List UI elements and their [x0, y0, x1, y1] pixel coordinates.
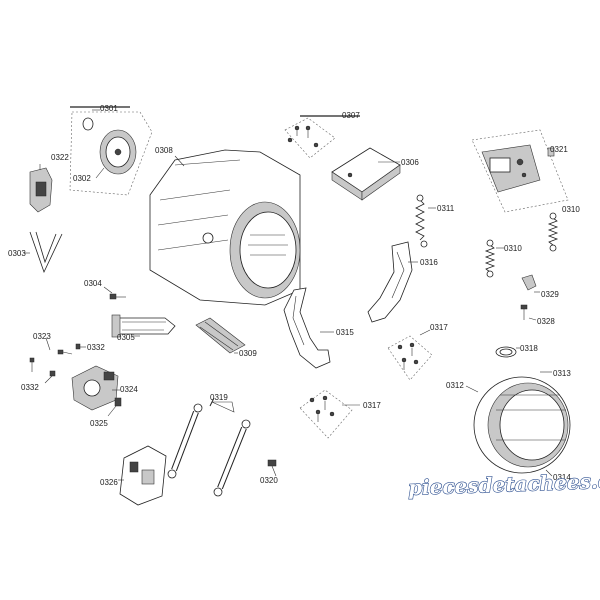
part-0315-bracket: 0315: [283, 287, 354, 369]
callout-0322: 0322: [51, 153, 69, 162]
callout-0305: 0305: [117, 333, 135, 342]
callout-0324: 0324: [120, 385, 138, 394]
callout-0312: 0312: [446, 381, 464, 390]
part-0310-spring-left: 0310: [484, 239, 522, 278]
callout-0323: 0323: [33, 332, 51, 341]
callout-0310-a: 0310: [562, 205, 580, 214]
callout-0317-a: 0317: [430, 323, 448, 332]
callout-0317-b: 0317: [363, 401, 381, 410]
callout-0314: 0314: [553, 473, 571, 482]
callout-0313: 0313: [553, 369, 571, 378]
part-0326-control-board: 0326: [100, 445, 167, 506]
callout-0308: 0308: [155, 146, 173, 155]
part-0317-screw-set-right: 0317: [387, 323, 448, 381]
part-0318-clamp: 0318: [495, 344, 538, 358]
part-0305-heating-element: 0305: [111, 314, 176, 342]
part-0329-clip: 0329: [521, 274, 559, 299]
watermark-text: piecesdetachees.elec.com: [408, 466, 600, 500]
callout-0301: 0301: [100, 104, 118, 113]
part-0306-counterweight: 0306: [331, 147, 419, 201]
callout-0329: 0329: [541, 290, 559, 299]
callout-0311: 0311: [437, 204, 455, 213]
part-0320-bolt: 0320: [260, 459, 278, 485]
callout-0328: 0328: [537, 317, 555, 326]
callout-0319: 0319: [210, 393, 228, 402]
callout-0306: 0306: [401, 158, 419, 167]
part-0319-shock-absorbers: 0319: [167, 393, 251, 497]
part-0316-strut-bracket: 0316: [367, 241, 438, 323]
callout-0302: 0302: [73, 174, 91, 183]
part-0324-drain-pump: 0324: [71, 365, 138, 411]
part-0328-screw: 0328: [520, 304, 555, 326]
part-0310-spring-right: 0310: [547, 205, 580, 252]
callout-0321: 0321: [550, 145, 568, 154]
callout-0318: 0318: [520, 344, 538, 353]
part-0332-screw-top: 0332: [75, 343, 105, 352]
part-0304-screw: 0304: [84, 279, 126, 300]
callout-0315: 0315: [336, 328, 354, 337]
part-0303-belt: 0303: [8, 231, 63, 274]
part-0322-sensor: 0322: [29, 153, 69, 213]
callout-0307: 0307: [342, 111, 360, 120]
part-0308-tub: 0308: [149, 146, 301, 306]
callout-0332-b: 0332: [21, 383, 39, 392]
part-0314-spring-ring: 0314: [545, 469, 571, 482]
part-0321-module: 0321: [471, 129, 569, 213]
part-0313-clamp-ring: 0313: [540, 369, 571, 378]
callout-0303: 0303: [8, 249, 26, 258]
callout-0326: 0326: [100, 478, 118, 487]
part-0311-spring: 0311: [415, 194, 455, 248]
part-0325-pump-part: 0325: [90, 397, 122, 428]
callout-0304: 0304: [84, 279, 102, 288]
part-0309-filter-grille: 0309: [195, 317, 257, 358]
part-0323-screw: 0323: [29, 332, 73, 372]
callout-0309: 0309: [239, 349, 257, 358]
part-0301-0302-pulley-group: 0301 0302: [69, 104, 153, 196]
callout-0332-a: 0332: [87, 343, 105, 352]
callout-0310-b: 0310: [504, 244, 522, 253]
part-0312-door-gasket: 0312: [446, 376, 571, 474]
callout-0320: 0320: [260, 476, 278, 485]
part-0317-screw-set-center: 0317: [299, 389, 381, 439]
part-0332-screw-left: 0332: [21, 370, 56, 392]
callout-0325: 0325: [90, 419, 108, 428]
callout-0316: 0316: [420, 258, 438, 267]
part-0307-fixing-set: 0307: [284, 111, 360, 159]
